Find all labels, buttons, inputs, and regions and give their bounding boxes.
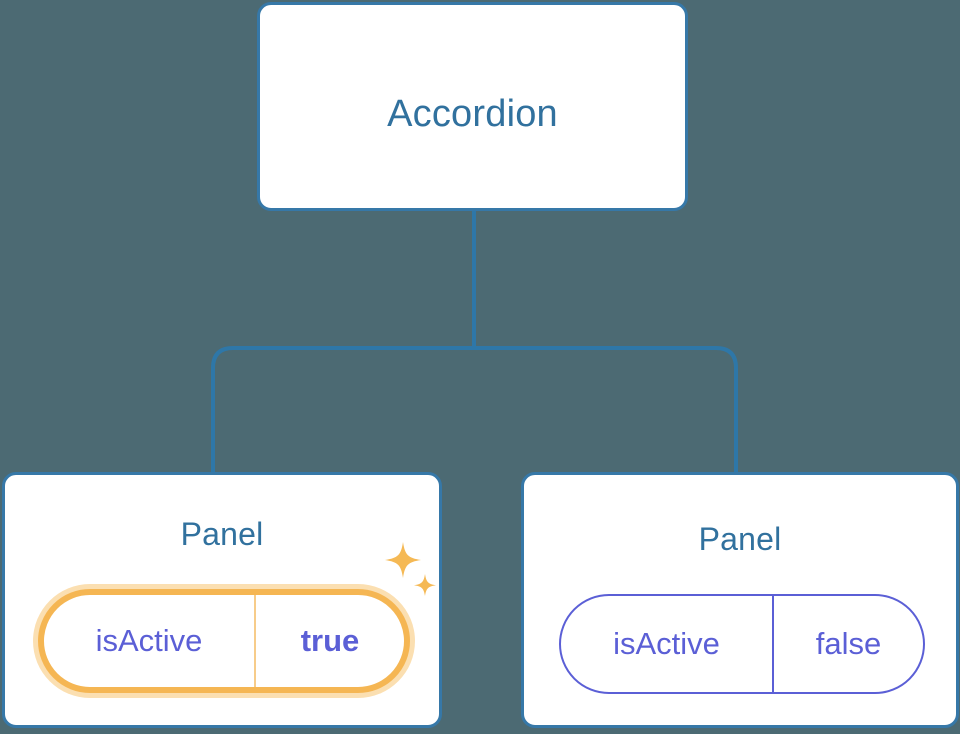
prop-highlight-glow: isActive true [33, 584, 415, 698]
prop-value-label: false [815, 626, 882, 661]
prop-key-label: isActive [561, 596, 774, 692]
accordion-node[interactable]: Accordion [257, 2, 688, 211]
prop-key-label: isActive [44, 595, 256, 687]
prop-pill-is-active-true[interactable]: isActive true [38, 589, 410, 693]
panel-node-right[interactable]: Panel isActive false [521, 472, 959, 728]
prop-value-label: true [300, 623, 360, 658]
panel-node-left[interactable]: Panel isActive true [2, 472, 442, 728]
prop-pill-is-active-false[interactable]: isActive false [559, 594, 925, 694]
accordion-title: Accordion [387, 93, 558, 135]
connector-branches [211, 346, 738, 474]
panel-title-right: Panel [698, 521, 782, 557]
panel-title-left: Panel [180, 516, 264, 552]
